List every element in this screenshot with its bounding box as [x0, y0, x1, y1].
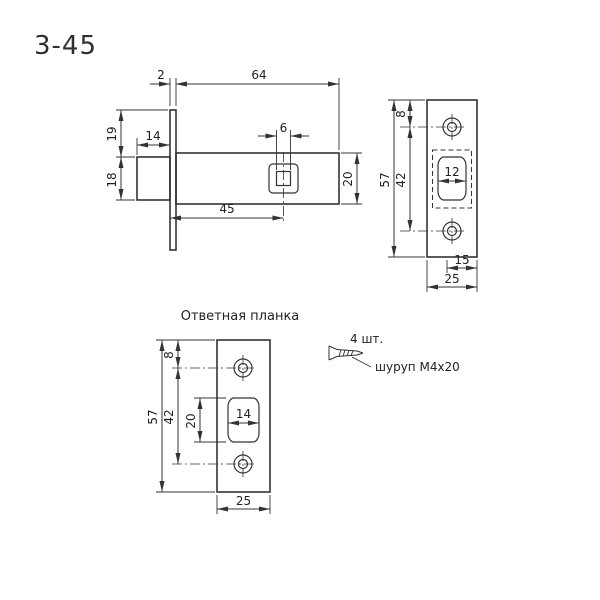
dim-side-2: 2	[150, 68, 196, 106]
model-title: 3-45	[34, 31, 97, 61]
dim-strike-57: 57	[146, 340, 215, 493]
strike-plate	[216, 339, 271, 493]
dim-label-42: 42	[394, 172, 408, 187]
latch-faceplate-edge	[169, 109, 177, 251]
latch-case	[175, 152, 340, 205]
faceplate-view: 12 8 42 57 15 25	[378, 99, 478, 292]
dim-side-18: 18	[105, 157, 135, 201]
strike-latch-hole	[227, 397, 260, 443]
dim-label-42: 42	[162, 409, 176, 424]
dim-label-64: 64	[251, 68, 266, 82]
dim-label-14: 14	[145, 129, 160, 143]
dim-label-8: 8	[162, 351, 176, 359]
dim-side-20: 20	[341, 152, 362, 205]
screw-quantity: 4 шт.	[350, 332, 383, 346]
dim-label-8: 8	[394, 110, 408, 118]
strike-plate-label: Ответная планка	[181, 309, 300, 324]
dim-label-6: 6	[280, 121, 288, 135]
dim-face-57: 57	[378, 100, 425, 258]
screw-detail: 4 шт. шуруп М4х20	[328, 332, 460, 374]
dim-face-12: 12	[438, 165, 466, 184]
dim-label-15: 15	[454, 253, 469, 267]
dim-label-57: 57	[146, 409, 160, 424]
dim-label-20: 20	[184, 413, 198, 428]
dim-label-25: 25	[236, 494, 251, 508]
strike-plate-view: Ответная планка 14 20 8	[146, 309, 299, 514]
side-view-outline	[136, 109, 340, 251]
dim-side-6: 6	[258, 121, 309, 170]
dim-label-20: 20	[341, 171, 355, 186]
dim-label-18: 18	[105, 172, 119, 187]
dim-strike-42: 42	[162, 368, 181, 464]
dim-label-12: 12	[444, 165, 459, 179]
dim-face-25: 25	[426, 260, 477, 292]
dim-label-57: 57	[378, 172, 392, 187]
dim-side-64: 64	[176, 68, 340, 150]
dim-strike-14: 14	[228, 407, 259, 426]
dim-strike-8: 8	[156, 339, 215, 368]
dim-label-25: 25	[444, 272, 459, 286]
dim-strike-20: 20	[184, 397, 226, 443]
dim-side-45: 45	[170, 202, 284, 221]
screw-label: шуруп М4х20	[375, 360, 460, 374]
dim-strike-25: 25	[216, 494, 271, 514]
dim-face-15: 15	[446, 253, 478, 292]
faceplate-outline	[400, 99, 478, 258]
dim-label-2: 2	[157, 68, 165, 82]
screw-leader-line	[351, 356, 372, 368]
dim-face-42: 42	[394, 127, 413, 231]
dim-label-14: 14	[236, 407, 251, 421]
latch-bolt	[136, 156, 171, 201]
faceplate-plate	[426, 99, 478, 258]
faceplate-cutout-dashed	[431, 149, 473, 209]
screw-icon	[328, 345, 364, 361]
dim-label-45: 45	[219, 202, 234, 216]
dim-side-14: 14	[136, 129, 170, 155]
strike-plate-outline	[172, 339, 271, 493]
side-view: 2 64 19 14 18 6	[105, 68, 362, 251]
dim-label-19: 19	[105, 126, 119, 141]
